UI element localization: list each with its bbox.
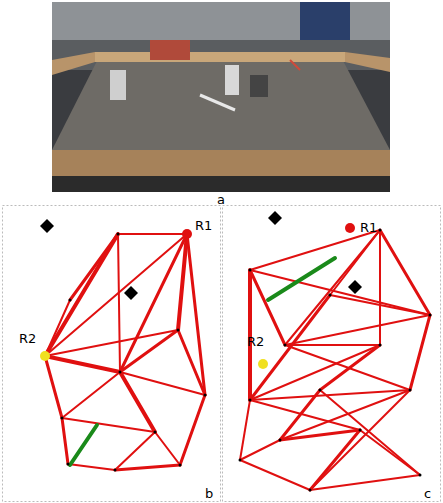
robot-dot bbox=[182, 229, 192, 239]
panel-letter: a bbox=[217, 192, 225, 207]
graph-edges bbox=[45, 234, 205, 470]
robot-dot bbox=[345, 223, 355, 233]
robot-label: R1 bbox=[360, 220, 377, 235]
highlight-edge bbox=[268, 258, 335, 300]
graph-vertices bbox=[44, 233, 207, 472]
obstacle-diamond bbox=[348, 280, 362, 294]
panel-frame bbox=[223, 206, 441, 502]
panel-letter: c bbox=[424, 486, 431, 501]
robot-label: R1 bbox=[195, 218, 212, 233]
highlight-edge bbox=[70, 425, 97, 465]
robot-label: R2 bbox=[19, 331, 36, 346]
panel-letter: b bbox=[205, 486, 213, 501]
robot-label: R2 bbox=[247, 334, 264, 349]
panel-frame bbox=[3, 206, 221, 502]
robot-dot bbox=[40, 351, 50, 361]
obstacle-diamond bbox=[40, 219, 54, 233]
arena-photo bbox=[52, 2, 390, 192]
graph-vertices bbox=[239, 229, 432, 492]
robot-dot bbox=[258, 359, 268, 369]
obstacle-diamond bbox=[124, 286, 138, 300]
obstacle-diamond bbox=[268, 211, 282, 225]
graph-edges bbox=[240, 230, 430, 490]
